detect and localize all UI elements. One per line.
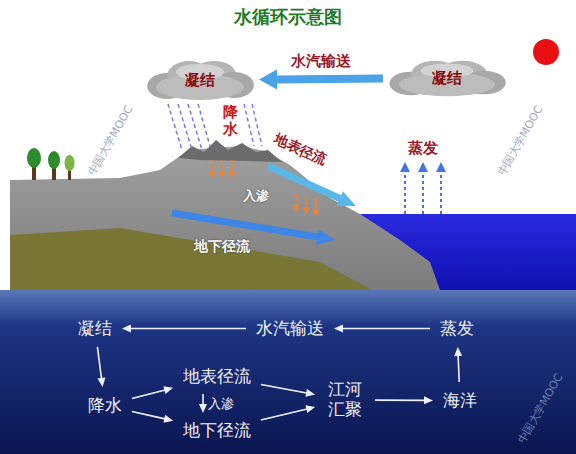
infiltration-label: 入渗: [243, 187, 269, 205]
arrow-line: [132, 412, 166, 420]
arrow-head: [424, 396, 433, 404]
sun: [533, 39, 559, 65]
arrow-head: [259, 69, 277, 89]
cloud-node: 凝结: [387, 58, 507, 98]
flow-arrow: [122, 325, 246, 333]
arrow-head: [163, 415, 173, 423]
flow-arrow: [199, 394, 207, 413]
precipitation-label: 降水: [223, 104, 238, 137]
arrow-head: [454, 347, 462, 356]
flow-step: 蒸发: [434, 314, 480, 343]
soil-layer: [10, 228, 372, 290]
arrow-head: [122, 325, 131, 333]
rain: [168, 104, 262, 150]
flow-arrow: [454, 347, 462, 382]
node-text: 海洋: [443, 389, 477, 412]
edge-label: 入渗: [208, 395, 234, 413]
arrow-head: [199, 404, 207, 413]
node-text: 降水: [88, 394, 122, 417]
infiltration-arrows: [208, 160, 320, 216]
arrow-head: [305, 389, 315, 397]
trees: [27, 148, 75, 180]
arrow-line: [129, 328, 246, 330]
arrow-head: [334, 325, 343, 333]
evaporation-arrows: [400, 162, 446, 214]
flow-step: 凝结: [72, 314, 118, 343]
land: [10, 146, 440, 290]
groundwater-label: 地下径流: [194, 238, 250, 256]
lower-panel: [0, 290, 576, 454]
arrow-line: [97, 347, 101, 380]
node-text: 蒸发: [440, 317, 474, 340]
arrow-head: [97, 378, 105, 387]
arrow-line: [132, 390, 166, 399]
cloud-node: 凝结: [145, 58, 255, 102]
flow-arrow: [375, 396, 433, 404]
flow-arrow: [261, 385, 315, 397]
arrow-head: [163, 386, 173, 394]
node-text: 江河 汇聚: [325, 380, 364, 419]
flow-step: 地表径流: [177, 362, 257, 391]
edge-label: 水汽输送: [291, 52, 351, 71]
flow-step: 降水: [82, 391, 128, 420]
node-text: 地表径流: [183, 365, 251, 388]
node-text: 水汽输送: [256, 317, 324, 340]
flow-arrow: [132, 412, 173, 423]
rocky-peaks: [178, 140, 282, 162]
arrow-line: [375, 399, 426, 401]
arrow-line: [273, 75, 383, 84]
node-text: 凝结: [185, 71, 215, 90]
sky: [0, 0, 576, 290]
flow-arrow: [132, 386, 173, 398]
arrow-line: [261, 409, 308, 420]
surface-runoff-arrow: [268, 166, 356, 206]
flow-step: 海洋: [437, 386, 483, 415]
arrow-line: [458, 354, 459, 382]
flow-step: 地下径流: [177, 416, 257, 445]
arrow-line: [341, 328, 430, 330]
flow-arrow: [334, 325, 430, 333]
flow-arrow: [261, 405, 315, 420]
arrow-line: [261, 385, 308, 394]
vapor-transport-arrow: [259, 69, 383, 89]
arrow-head: [305, 405, 315, 413]
flow-step: 水汽输送: [250, 314, 330, 343]
flow-arrow: [97, 347, 105, 387]
flow-step: 江河 汇聚: [319, 377, 371, 423]
evaporation-label: 蒸发: [408, 139, 438, 158]
node-text: 凝结: [78, 317, 112, 340]
node-text: 地下径流: [183, 419, 251, 442]
diagram-title: 水循环示意图: [234, 5, 342, 29]
node-text: 凝结: [432, 69, 462, 88]
